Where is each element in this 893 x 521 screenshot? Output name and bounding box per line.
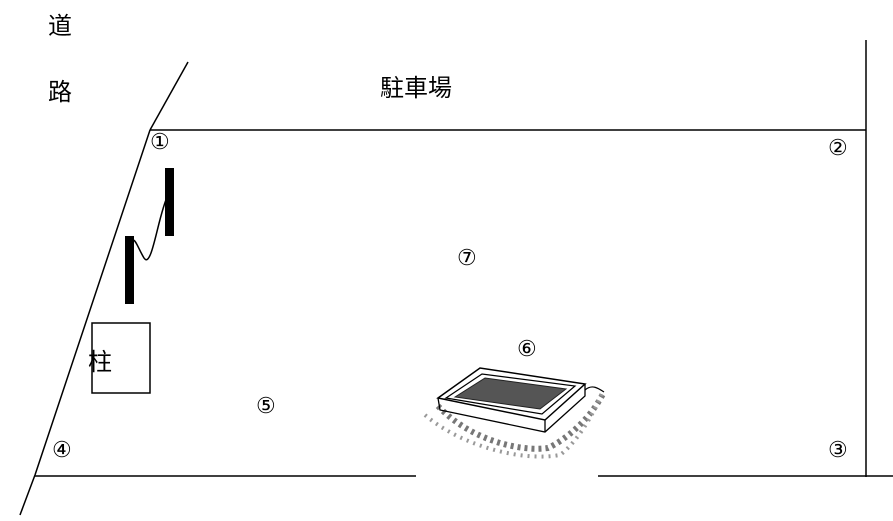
parking-label: 駐車場 [380,74,452,102]
post-left [125,236,134,304]
pillar-box [91,322,151,394]
marker-6: ⑥ [517,337,537,362]
pillar-label: 柱 [88,348,112,376]
marker-7: ⑦ [457,246,477,271]
road-edge-line-lower [34,129,151,476]
post-right [165,168,174,236]
post-cable [132,194,169,261]
marker-3: ③ [828,438,848,463]
marker-2: ② [828,136,848,161]
road-edge-line [149,61,189,131]
road-edge-tail [19,474,36,516]
planter-box-icon [416,308,607,482]
road-label-char-2: 路 [48,78,72,106]
marker-5: ⑤ [256,394,276,419]
marker-1: ① [150,130,170,155]
road-label-char-1: 道 [48,12,72,40]
marker-4: ④ [52,438,72,463]
